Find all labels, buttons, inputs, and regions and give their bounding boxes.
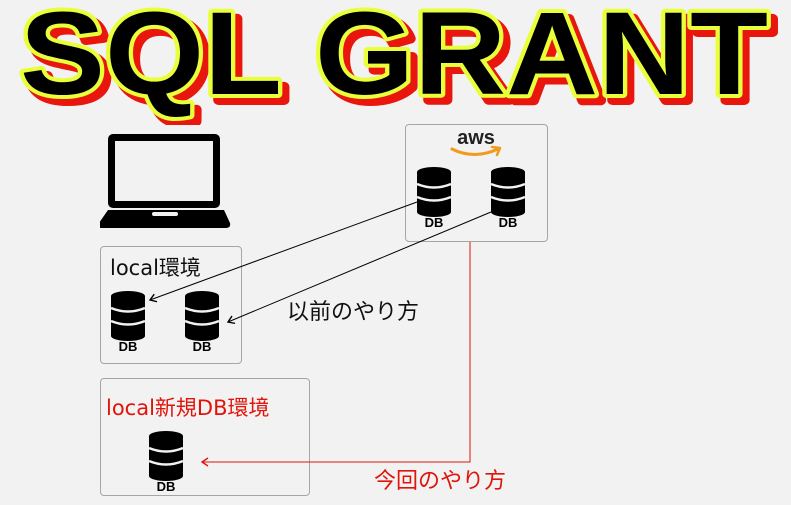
db-label: DB [193, 339, 212, 354]
laptop-icon [100, 134, 231, 228]
page-title: SQL GRANT SQL GRANT [16, 0, 779, 125]
local-env-label: local環境 [110, 256, 201, 280]
title-outline-text: SQL GRANT [20, 0, 768, 120]
current-method-label: 今回のやり方 [374, 469, 507, 494]
database-icon: DB [146, 430, 186, 494]
previous-method-label: 以前のやり方 [287, 300, 420, 325]
db-label: DB [499, 215, 518, 230]
database-icon: DB [414, 166, 454, 230]
new-env-label: local新規DB環境 [106, 396, 270, 420]
database-icon: DB [108, 290, 148, 354]
title-shadow-text: SQL GRANT [26, 0, 774, 125]
database-icon: DB [182, 290, 222, 354]
aws-logo: aws [450, 127, 502, 157]
db-label: DB [425, 215, 444, 230]
db-label: DB [157, 479, 176, 494]
database-icon: DB [488, 166, 528, 230]
db-label: DB [119, 339, 138, 354]
aws-logo-text: aws [457, 127, 495, 149]
